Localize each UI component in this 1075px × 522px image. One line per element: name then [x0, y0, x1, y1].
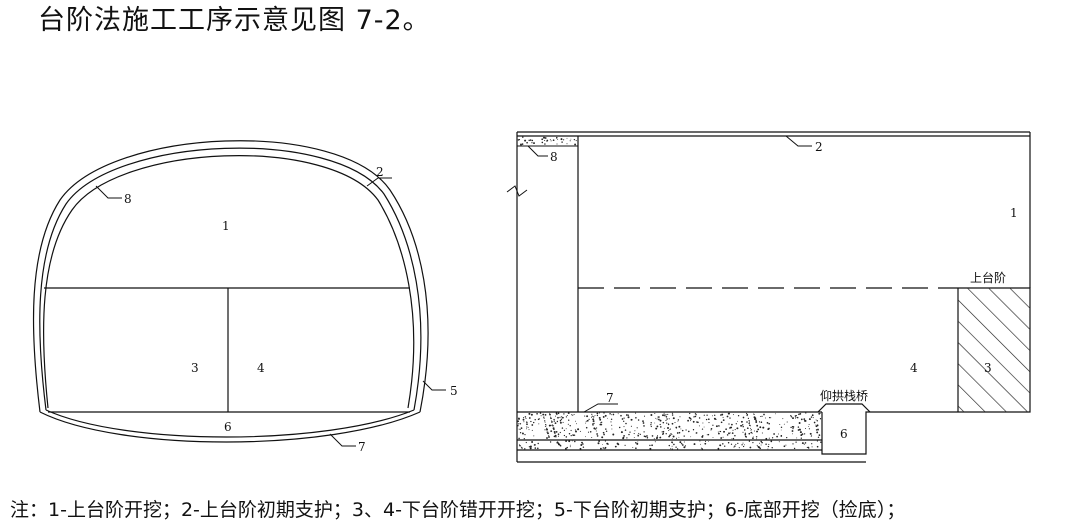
tunnel-cross-section — [32, 140, 446, 447]
invert-trestle — [817, 403, 871, 413]
ls-label-8: 8 — [550, 150, 558, 164]
outer-lining — [32, 140, 429, 413]
ls-label-3: 3 — [984, 361, 992, 375]
cs-label-2: 2 — [376, 165, 384, 179]
leader-8-long — [527, 145, 548, 157]
invert-outer-curve — [39, 411, 421, 443]
break-symbol — [506, 185, 528, 197]
upper-bench-label: 上台阶 — [970, 270, 1006, 285]
cs-label-3: 3 — [191, 361, 199, 375]
leader-5 — [422, 380, 446, 391]
concrete-speckle-fill — [517, 136, 822, 450]
cs-label-1: 1 — [222, 219, 230, 233]
page-heading: 台阶法施工工序示意见图 7-2。 — [38, 5, 431, 36]
cs-label-5: 5 — [450, 384, 458, 398]
leader-7 — [329, 433, 356, 447]
invert-inner-curve — [45, 409, 415, 438]
invert-trestle-label: 仰拱栈桥 — [820, 388, 868, 403]
tunnel-longitudinal-section — [506, 131, 1031, 463]
ls-label-2: 2 — [815, 140, 823, 154]
leader-8 — [95, 185, 122, 199]
ls-label-6: 6 — [840, 427, 848, 441]
initial-support-block — [516, 135, 579, 147]
lower-bench-hatch — [866, 288, 1030, 454]
leader-7-long — [583, 403, 618, 413]
ls-label-1: 1 — [1010, 206, 1018, 220]
initial-support-line — [42, 155, 415, 409]
ls-label-4: 4 — [910, 361, 918, 375]
leader-2 — [366, 177, 392, 187]
legend-note: 注：1-上台阶开挖；2-上台阶初期支护；3、4-下台阶错开开挖；5-下台阶初期支… — [10, 499, 906, 521]
cs-label-6: 6 — [224, 420, 232, 434]
leader-2-long — [785, 135, 812, 147]
cs-label-8: 8 — [124, 192, 132, 206]
outer-lining-inner-line — [39, 147, 422, 411]
cs-label-4: 4 — [257, 361, 265, 375]
ls-label-7: 7 — [606, 391, 614, 405]
cs-label-7: 7 — [358, 440, 366, 454]
